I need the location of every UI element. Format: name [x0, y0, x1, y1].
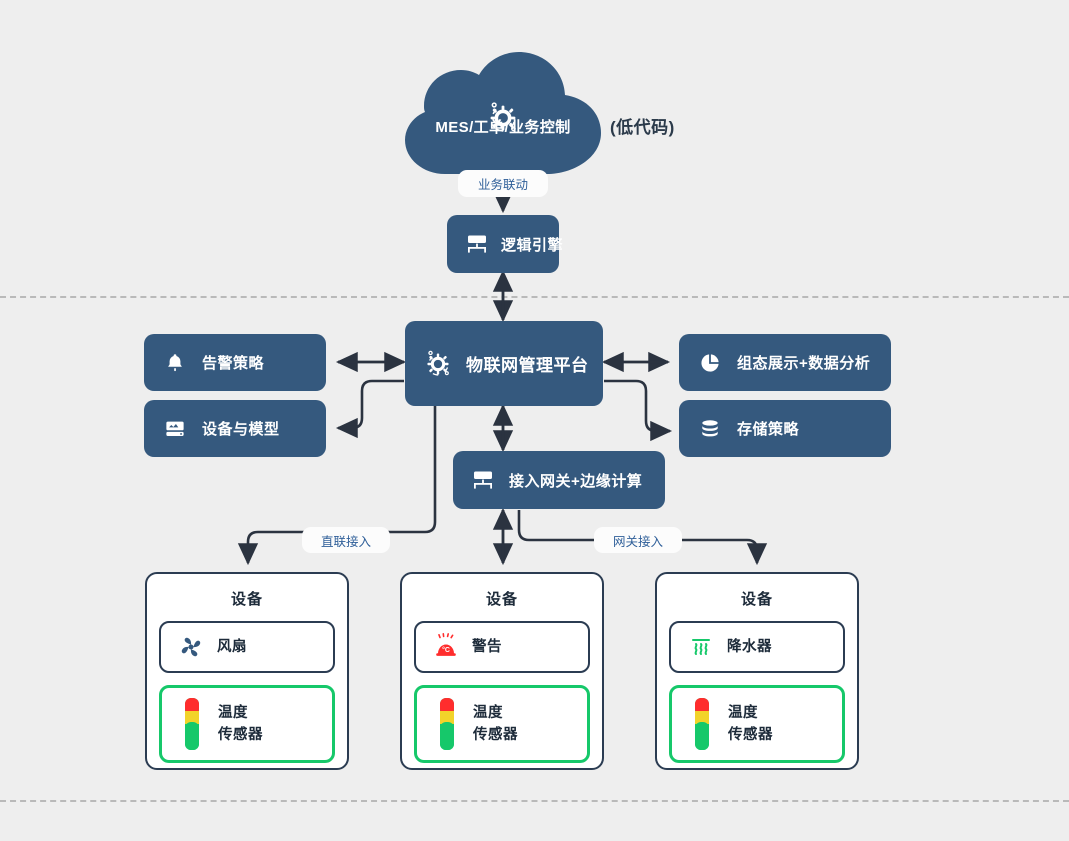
device-actuator-label: 降水器	[727, 638, 772, 655]
device-sensor-row[interactable]: 温度传感器	[159, 685, 335, 763]
device-sensor-label: 温度传感器	[473, 702, 518, 747]
alarm-siren-icon: °C	[428, 627, 464, 667]
node-alarm-policy[interactable]: 告警策略	[144, 334, 326, 391]
device-sensor-line2: 传感器	[218, 727, 263, 743]
sprinkler-waves-icon	[683, 627, 719, 667]
device-actuator-label: 警告	[472, 638, 502, 655]
node-visualization-label: 组态展示+数据分析	[737, 355, 871, 372]
wire-label-direct-access: 直联接入	[302, 527, 390, 553]
temperature-gauge-icon	[684, 698, 720, 750]
low-code-note: (低代码)	[610, 118, 675, 137]
device-sensor-line2: 传感器	[473, 727, 518, 743]
cloud-label: MES/工单/业务控制	[435, 119, 571, 136]
device-sensor-line2: 传感器	[728, 727, 773, 743]
device-sensor-label: 温度传感器	[218, 702, 263, 747]
device-sensor-line1: 温度	[218, 704, 248, 721]
server-node-icon	[465, 232, 489, 256]
device-sensor-row[interactable]: 温度传感器	[414, 685, 590, 763]
cloud-mes-node[interactable]: MES/工单/业务控制	[405, 40, 601, 174]
device-card-title: 设备	[230, 591, 263, 608]
node-logic-engine[interactable]: 逻辑引擎	[447, 215, 563, 273]
device-sensor-line1: 温度	[473, 704, 503, 721]
device-card[interactable]: 设备 降水器 温度传感器	[655, 572, 859, 770]
node-storage-policy[interactable]: 存储策略	[679, 400, 891, 457]
pie-chart-icon	[699, 352, 721, 374]
node-storage-policy-label: 存储策略	[737, 421, 800, 438]
device-card[interactable]: 设备 °C 警告	[400, 572, 604, 770]
device-sensor-row[interactable]: 温度传感器	[669, 685, 845, 763]
svg-text:°C: °C	[442, 646, 450, 654]
database-icon	[699, 418, 721, 440]
node-device-model-label: 设备与模型	[202, 421, 280, 438]
device-actuator-row[interactable]: °C 警告	[414, 621, 590, 673]
layer-separator-bottom	[0, 800, 1069, 802]
temperature-gauge-icon	[174, 698, 210, 750]
iot-gear-icon	[483, 98, 523, 138]
temperature-gauge-icon	[429, 698, 465, 750]
device-actuator-row[interactable]: 降水器	[669, 621, 845, 673]
node-visualization[interactable]: 组态展示+数据分析	[679, 334, 891, 391]
device-card-title: 设备	[485, 591, 518, 608]
wire-label-gateway-access: 网关接入	[594, 527, 682, 553]
node-device-model[interactable]: 设备与模型	[144, 400, 326, 457]
bell-icon	[164, 352, 186, 374]
device-card-title: 设备	[740, 591, 773, 608]
node-iot-platform-label: 物联网管理平台	[466, 356, 589, 375]
device-actuator-label: 风扇	[217, 638, 247, 655]
device-sensor-line1: 温度	[728, 704, 758, 721]
node-logic-engine-label: 逻辑引擎	[501, 236, 564, 254]
device-sensor-label: 温度传感器	[728, 702, 773, 747]
node-gateway-edge-label: 接入网关+边缘计算	[509, 472, 643, 490]
layer-separator-top	[0, 296, 1069, 298]
node-gateway-edge[interactable]: 接入网关+边缘计算	[453, 451, 665, 509]
fan-icon	[173, 627, 209, 667]
device-model-icon	[164, 418, 186, 440]
node-iot-platform[interactable]: 物联网管理平台	[405, 321, 603, 406]
iot-gear-icon	[421, 347, 455, 381]
node-alarm-policy-label: 告警策略	[202, 355, 265, 372]
device-actuator-row[interactable]: 风扇	[159, 621, 335, 673]
server-node-icon	[471, 468, 495, 492]
wire-label-business-link: 业务联动	[458, 170, 548, 197]
device-card[interactable]: 设备 风扇 温度传感	[145, 572, 349, 770]
